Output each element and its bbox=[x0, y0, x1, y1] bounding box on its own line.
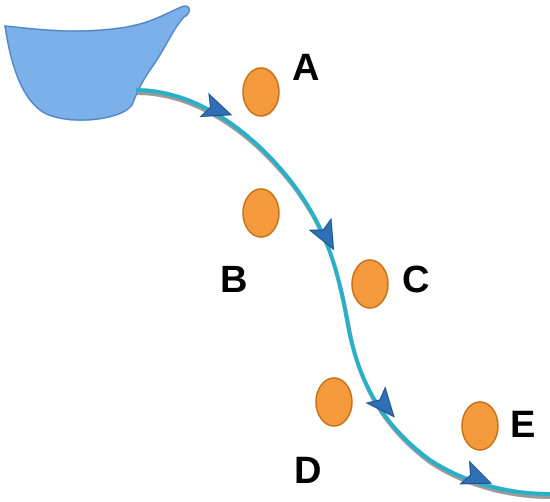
label-a: A bbox=[292, 47, 319, 89]
label-b: B bbox=[220, 259, 247, 301]
pouring-container-icon bbox=[4, 5, 190, 121]
arrowhead-icon bbox=[459, 460, 493, 485]
marker-b bbox=[242, 188, 280, 238]
marker-a bbox=[242, 67, 280, 117]
label-c: C bbox=[402, 259, 429, 301]
marker-c bbox=[351, 259, 389, 309]
arrowhead-icon bbox=[199, 92, 233, 118]
marker-e bbox=[461, 401, 499, 451]
flow-path bbox=[135, 88, 550, 496]
arrowhead-icon bbox=[308, 217, 335, 251]
label-d: D bbox=[294, 450, 321, 492]
marker-d bbox=[315, 377, 353, 427]
arrowhead-icon bbox=[365, 386, 395, 418]
label-e: E bbox=[510, 404, 535, 446]
